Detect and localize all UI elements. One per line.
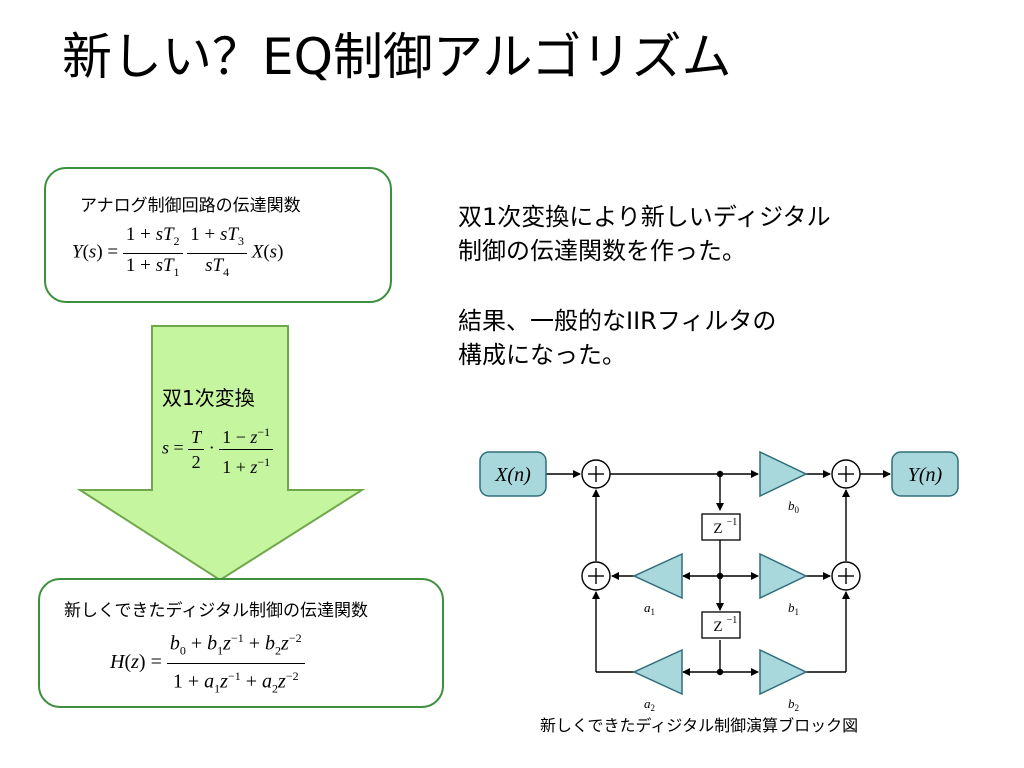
block-diagram-caption: 新しくできたディジタル制御演算ブロック図 <box>540 716 859 735</box>
description-line-4: 構成になった。 <box>458 341 626 369</box>
coef-b0: b0 <box>788 498 800 515</box>
digital-box-label: 新しくできたディジタル制御の伝達関数 <box>64 601 368 621</box>
delay-label-2: Z <box>713 619 722 635</box>
description-line-1: 双1次変換により新しいディジタル <box>458 203 831 231</box>
input-label: X(n) <box>494 464 531 486</box>
description-line-3: 結果、一般的なIIRフィルタの <box>458 307 777 335</box>
digital-transfer-box: 新しくできたディジタル制御の伝達関数 H(z) = b0 + b1z−1 + b… <box>38 578 444 708</box>
arrow-label: 双1次変換 <box>162 386 255 410</box>
coef-a1: a1 <box>644 600 655 617</box>
coef-b1: b1 <box>788 600 799 617</box>
delay-label-1: Z <box>713 521 722 537</box>
delay-exponent-1: −1 <box>727 517 738 528</box>
coef-a2: a2 <box>644 696 655 713</box>
description-line-2: 制御の伝達関数を作った。 <box>458 237 746 265</box>
iir-block-diagram: X(n) Y(n) Z −1 Z −1 b0 b1 b2 a1 a2 <box>479 450 959 713</box>
coef-b2: b2 <box>788 696 799 713</box>
page-title: 新しい？EQ制御アルゴリズム <box>62 28 732 86</box>
bilinear-transform-arrow <box>76 325 366 582</box>
analog-box-label: アナログ制御回路の伝達関数 <box>80 196 301 216</box>
output-label: Y(n) <box>908 464 943 486</box>
delay-exponent-2: −1 <box>727 615 738 626</box>
